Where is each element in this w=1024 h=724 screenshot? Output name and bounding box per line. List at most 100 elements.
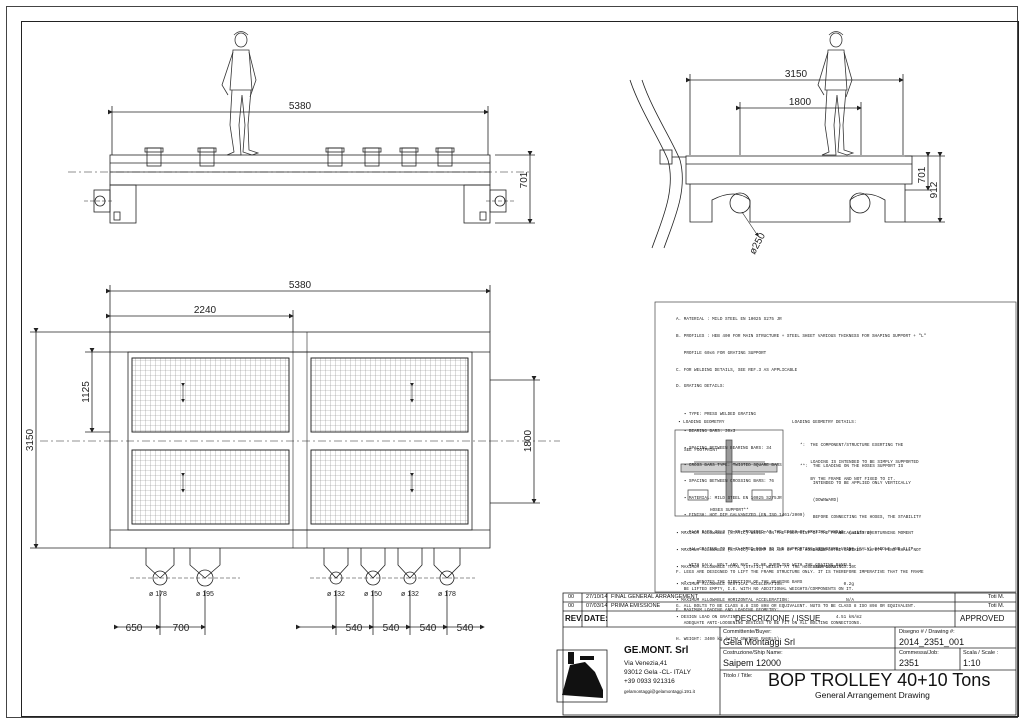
- note-line: B. PROFILES : HEB 400 FOR MAIN STRUCTURE…: [676, 333, 927, 339]
- general-notes: A. MATERIAL : MILD STEEL EN 10025 S275 J…: [676, 306, 926, 625]
- drawing-label: Disegno # / Drawing #:: [899, 629, 955, 635]
- note-line: BY THE FRAME AND NOT FIXED TO IT.: [800, 476, 896, 482]
- top-hose-saddles: [130, 548, 475, 587]
- note-line: E. MAXIMUM LOADING AND LOADING GEOMETRY:: [676, 608, 780, 614]
- buyer-value: Gela Montaggi Srl: [723, 637, 796, 647]
- company-logo: [556, 649, 608, 703]
- note-line: ▪ MAXIMUM ALLOWABLE VERTICAL ACCELERATIO…: [676, 581, 854, 587]
- note-line: WITH GALV. BOLT AND NUT. TO BE SUPPLIED …: [676, 563, 852, 569]
- rev-row-2-approved: Toti M.: [988, 603, 1005, 609]
- note-line: H. WEIGHT: 3400 kg (WITH GRATING PANELS): [676, 637, 780, 643]
- company-email: gelamontaggi@gelamontaggi.191.it: [624, 689, 695, 694]
- note-line: F. LEGS ARE DESIGNED TO LIFT THE FRAME S…: [676, 570, 924, 576]
- loading-notes-2: **: THE LOADING ON THE HOSES SUPPORT IS …: [800, 453, 921, 582]
- top-width-dim: 3150: [25, 428, 36, 451]
- note-line: ▪ FINISH: HOT DIP GALVANIZED (EN ISO 146…: [676, 512, 805, 518]
- top-1125-dim: 1125: [81, 381, 92, 403]
- bottom-dim: 540: [346, 623, 363, 634]
- note-line: D. GRATING DETAILS:: [676, 384, 725, 390]
- bottom-dim: 540: [457, 623, 474, 634]
- scale-value: 1:10: [963, 658, 981, 668]
- ship-name: Saipem 12000: [723, 658, 782, 668]
- note-line: BEFORE CONNECTING THE HOSES, THE STABILI…: [800, 514, 922, 520]
- note-line: ▪ DESIGN LOAD ON GRATING: 4.51 kN/m2: [676, 615, 862, 621]
- rev-row-1-approved: Toti M.: [988, 594, 1005, 600]
- bottom-dim: 540: [420, 623, 437, 634]
- company-phone: +39 0933 921316: [624, 678, 675, 685]
- detail-label-hoses: HOSES SUPPORT**: [710, 508, 749, 513]
- job-number: 2351: [899, 658, 920, 668]
- note-line: ▪ ←→ DENOTES THE DIRECTION OF THE BEARIN…: [676, 580, 803, 586]
- note-line: ▪ ALL GRATING TO BE CLAMPED DOWN TO THE …: [676, 546, 914, 552]
- top-1800-dim: 1800: [523, 429, 534, 452]
- rev-header-desc: DESCRIZIONE / ISSUE: [735, 614, 821, 623]
- hose-label: ø 132: [401, 591, 419, 598]
- top-length-dim: 5380: [289, 280, 312, 291]
- front-length-dim: 5380: [289, 101, 312, 112]
- job-label: Commessa/Job:: [899, 650, 939, 656]
- drawing-number: 2014_2351_001: [899, 637, 965, 647]
- hose-label: ø 132: [327, 591, 345, 598]
- note-line: *: THE COMPONENT/STRUCTURE EXERTING THE: [800, 443, 904, 449]
- rev-row-2-date: 07/03/14: [586, 603, 608, 609]
- hose-diameter-labels: ø 178 ø 195 ø 132 ø 150 ø 132 ø 178: [149, 591, 456, 598]
- hose-label: ø 178: [149, 591, 167, 598]
- note-line: ▪ CROSS BARS TYPE: TWISTED SQUARE BARS: [676, 462, 782, 468]
- loading-geometry-label: ▪ LOADING GEOMETRY: [678, 420, 725, 425]
- max-loads: ▪ MAXIMUM ALLOWABLE (STATIC) WEIGHT ON T…: [676, 520, 872, 632]
- note-line: ▪ MAXIMUM ALLOWABLE TOTAL (STATIC) WEIGH…: [676, 564, 857, 570]
- rev-row-1-date: 27/10/14: [586, 594, 608, 600]
- bottom-dim: 540: [383, 623, 400, 634]
- note-line: ▪ FLAT BARS 30x3 TO BE PROVIDED AT THE E…: [676, 529, 844, 535]
- hose-label: ø 195: [196, 591, 214, 598]
- hose-label: ø 178: [438, 591, 456, 598]
- side-width-dim: 3150: [785, 69, 808, 80]
- bottom-dim: 700: [173, 623, 190, 634]
- note-line: A. MATERIAL : MILD STEEL EN 10025 S275 J…: [676, 317, 782, 323]
- note-line: ▪ TYPE: PRESS WELDED GRATING: [676, 412, 756, 418]
- rev-row-2-desc: PRIMA EMISSIONE: [611, 603, 661, 609]
- note-line: INTENDED TO BE APPLIED ONLY VERTICALLY: [800, 480, 911, 486]
- note-line: G. ALL BOLTS TO BE CLASS 8.8 ISO 898 OR …: [676, 603, 916, 609]
- rev-header-date: DATE:: [584, 614, 608, 623]
- side-view: [629, 31, 945, 249]
- final-notes: F. LEGS ARE DESIGNED TO LIFT THE FRAME S…: [676, 559, 924, 654]
- front-height-dim: 701: [519, 171, 530, 188]
- loading-notes-1: *: THE COMPONENT/STRUCTURE EXERTING THE …: [800, 432, 919, 494]
- note-line: ▪ BEARING BARS: 30x3: [676, 429, 736, 435]
- note-line: ▪ MATERIAL: MILD STEEL EN 10025 S275JR: [676, 496, 782, 502]
- scale-label: Scala / Scale :: [963, 650, 999, 656]
- company-address-2: 93012 Gela -CL- ITALY: [624, 669, 691, 676]
- title-label: Titolo / Title:: [723, 673, 753, 679]
- side-1800-dim: 1800: [789, 97, 812, 108]
- note-line: BE LIFTED EMPTY, I.E. WITH NO ADDITIONAL…: [676, 586, 854, 592]
- top-view: [30, 285, 560, 635]
- note-line: ADEQUATE ANTI-LOOSENING DEVICES TO BE FI…: [676, 620, 862, 626]
- note-line: C. FOR WELDING DETAILS, SEE REF.3 AS APP…: [676, 367, 798, 373]
- note-line: OF THE FRAME AGAINST OVERTURNING MOMENT: [800, 531, 914, 537]
- buyer-label: Committente/Buyer:: [723, 629, 772, 635]
- hose-label: ø 150: [364, 591, 382, 598]
- note-line: SHALL BE CHECKED. SAFETY PINS SHALL NOT: [800, 548, 922, 554]
- note-line: ▪ SPACING BETWEEN BEARING BARS: 34: [676, 445, 772, 451]
- rev-row-1-rev: 00: [568, 594, 575, 600]
- note-line: PROFILE 60x6 FOR GRATING SUPPORT: [676, 350, 767, 356]
- top-2240-dim: 2240: [194, 305, 217, 316]
- side-701-dim: 701: [917, 166, 928, 183]
- drawing-subtitle: General Arrangement Drawing: [815, 690, 930, 700]
- front-view: [68, 31, 535, 224]
- bottom-dim: 650: [126, 623, 143, 634]
- side-912-dim: 912: [929, 181, 940, 198]
- rev-header-approved: APPROVED: [960, 614, 1005, 623]
- note-line: ▪ SPACING BETWEEN CROSSING BARS: 76: [676, 479, 774, 485]
- note-line: (DOWNWARD): [800, 497, 839, 503]
- bottom-dimensions: 650 700 540 540 540 540: [126, 623, 474, 634]
- company-name: GE.MONT. Srl: [624, 645, 689, 656]
- front-hose-supports: [144, 147, 455, 167]
- rev-header-rev: REV.: [565, 614, 583, 623]
- note-line: ▪ MAXIMUM ALLOWABLE (STATIC) WEIGHT ON A…: [676, 547, 854, 553]
- person-figure-front: [221, 31, 260, 156]
- note-line: LOADING IS INTENDED TO BE SIMPLY SUPPORT…: [800, 459, 919, 465]
